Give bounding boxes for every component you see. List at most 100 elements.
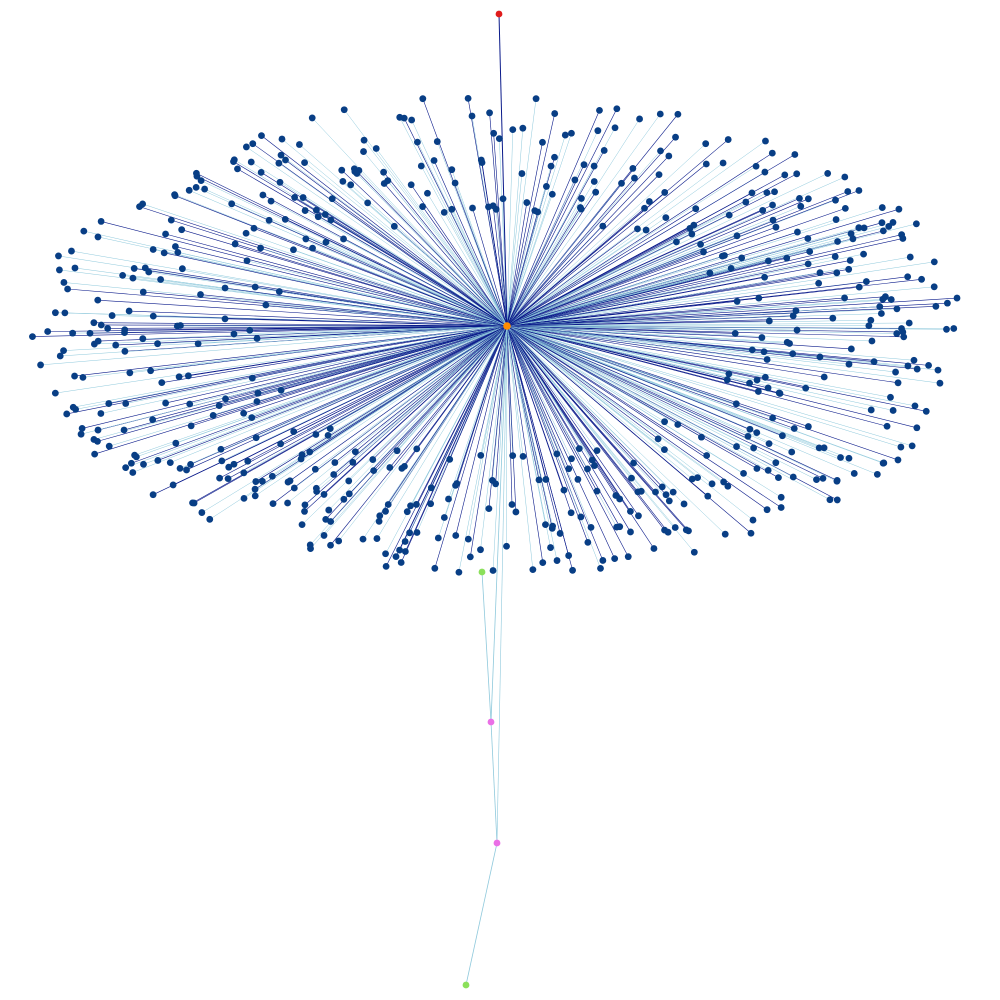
leaf-node [275,159,283,167]
leaf-node [252,434,260,442]
leaf-node [407,181,415,189]
leaf-node [401,548,409,555]
leaf-node [539,138,546,146]
leaf-node [832,216,840,223]
leaf-node [408,116,416,124]
edge [431,325,508,488]
leaf-node [242,229,250,237]
edge [506,325,776,463]
leaf-node [893,305,901,313]
leaf-node [327,518,335,525]
leaf-node [174,248,182,256]
leaf-node [763,506,771,514]
leaf-node [542,521,549,529]
edge [506,325,615,559]
leaf-node [680,500,688,508]
leaf-node [781,171,789,179]
leaf-node [246,326,254,334]
leaf-node [257,244,264,252]
leaf-node [242,143,250,151]
edge [355,325,508,452]
edge [506,325,598,492]
leaf-node [635,512,642,520]
leaf-node [703,452,711,459]
edge [506,325,770,444]
leaf-node [764,384,772,392]
edge [233,325,508,465]
edge [506,325,788,343]
edge [506,222,894,327]
leaf-node [512,508,520,516]
leaf-node [752,162,760,170]
leaf-node [523,199,531,206]
leaf-node [834,238,841,245]
leaf-node [60,347,67,355]
edge [506,192,596,327]
leaf-node [291,194,299,201]
leaf-node [322,238,330,246]
leaf-node [257,168,265,176]
edge [506,251,810,327]
edge [506,325,779,478]
leaf-node [765,317,773,325]
leaf-node [906,253,914,261]
edge [387,180,508,327]
leaf-node [324,431,332,439]
edge [312,117,508,327]
edge [506,325,782,508]
edge [427,193,508,327]
leaf-node [265,216,273,224]
leaf-node [797,202,805,210]
leaf-node [913,424,921,432]
leaf-node [401,538,409,545]
edge [506,210,536,327]
edge [451,209,508,327]
edge [376,325,508,539]
edge [506,325,729,375]
leaf-node [91,450,99,458]
edge [506,208,899,327]
leaf-node [448,166,456,174]
leaf-node [431,564,439,572]
leaf-node [284,499,291,507]
edge [81,325,508,435]
edge [66,325,508,415]
leaf-node [900,333,908,341]
leaf-node [661,446,668,454]
leaf-node [94,437,101,445]
leaf-node [112,341,120,349]
leaf-node [455,568,463,576]
edge [506,139,729,327]
leaf-node [312,431,320,438]
leaf-node [547,162,555,170]
leaf-node [721,530,729,538]
edge [243,325,508,414]
leaf-node [845,265,853,273]
leaf-node [894,379,902,387]
edge [506,282,819,327]
leaf-node [574,476,582,483]
leaf-node [175,373,183,381]
leaf-node [697,240,704,248]
leaf-node [149,312,157,320]
edge [506,325,517,512]
leaf-node [936,379,944,387]
leaf-node [184,372,192,380]
leaf-node [419,95,427,103]
edge [506,325,592,528]
edge-hub-pink [490,325,508,723]
leaf-node [542,476,550,483]
edge [328,325,508,511]
edge [246,260,508,327]
leaf-node [178,226,186,234]
edge [379,325,508,516]
leaf-node [922,407,930,415]
edge [109,325,508,447]
leaf-node [349,458,357,466]
edge [506,320,770,327]
leaf-node [397,559,405,566]
leaf-node [855,187,863,194]
leaf-node [593,487,601,495]
edge [332,198,508,327]
edge [132,325,508,473]
